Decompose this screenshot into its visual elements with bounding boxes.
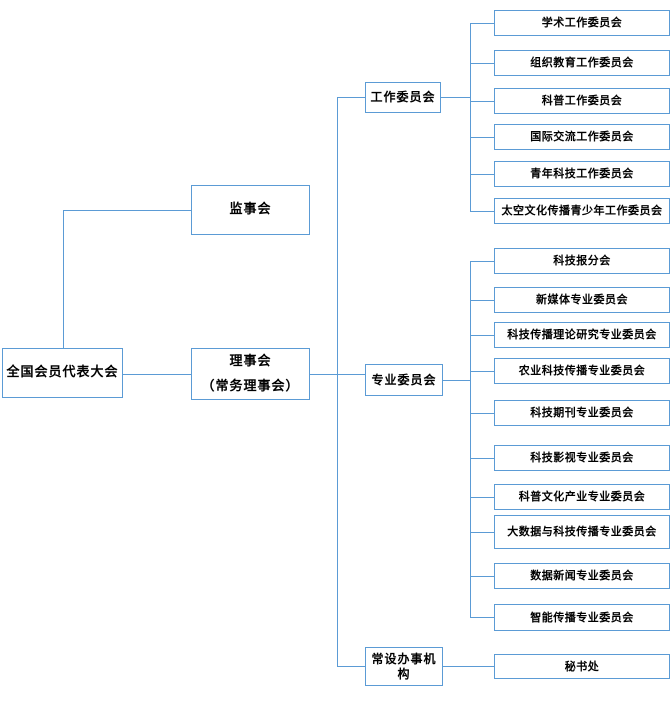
committee-box: 科技影视专业委员会 (494, 445, 670, 471)
connector-line (470, 174, 494, 175)
connector-line (470, 261, 471, 617)
connector-line (443, 380, 470, 381)
committee-box: 新媒体专业委员会 (494, 287, 670, 313)
box-supervisory-board: 监事会 (191, 185, 310, 235)
connector-line (123, 374, 191, 375)
committee-box: 国际交流工作委员会 (494, 124, 670, 150)
box-council: 理事会 （常务理事会） (191, 348, 310, 400)
committee-box: 农业科技传播专业委员会 (494, 358, 670, 384)
committee-box: 科普文化产业专业委员会 (494, 484, 670, 510)
connector-line (470, 532, 494, 533)
connector-line (470, 261, 494, 262)
connector-line (443, 666, 494, 667)
committee-box: 智能传播专业委员会 (494, 604, 670, 631)
committee-box: 组织教育工作委员会 (494, 50, 670, 76)
connector-line (470, 137, 494, 138)
connector-line (470, 335, 494, 336)
connector-line (470, 413, 494, 414)
committee-box: 科技期刊专业委员会 (494, 400, 670, 426)
connector-line (470, 617, 494, 618)
committee-box: 数据新闻专业委员会 (494, 563, 670, 589)
connector-line (63, 210, 191, 211)
connector-line (470, 101, 494, 102)
connector-line (441, 97, 470, 98)
connector-line (470, 211, 494, 212)
committee-box: 科技传播理论研究专业委员会 (494, 322, 670, 348)
connector-line (470, 23, 494, 24)
council-label-line2: （常务理事会） (201, 378, 300, 394)
committee-box: 科普工作委员会 (494, 88, 670, 114)
committee-box: 学术工作委员会 (494, 10, 670, 36)
committee-box: 科技报分会 (494, 248, 670, 274)
connector-line (470, 23, 471, 211)
box-permanent-office: 常设办事机构 (365, 647, 443, 686)
box-secretariat: 秘书处 (494, 654, 670, 679)
connector-line (337, 97, 338, 666)
connector-line (470, 458, 494, 459)
committee-box: 大数据与科技传播专业委员会 (494, 515, 670, 549)
box-national-member-congress: 全国会员代表大会 (2, 348, 123, 398)
connector-line (337, 97, 365, 98)
committee-box: 青年科技工作委员会 (494, 161, 670, 187)
committee-box: 太空文化传播青少年工作委员会 (494, 198, 670, 224)
connector-line (337, 666, 365, 667)
connector-line (470, 300, 494, 301)
box-work-committees: 工作委员会 (365, 82, 441, 113)
connector-line (63, 210, 64, 348)
council-label-line1: 理事会 (229, 353, 272, 369)
connector-line (470, 371, 494, 372)
connector-line (470, 63, 494, 64)
connector-line (470, 576, 494, 577)
connector-line (470, 497, 494, 498)
box-professional-committees: 专业委员会 (365, 364, 443, 396)
